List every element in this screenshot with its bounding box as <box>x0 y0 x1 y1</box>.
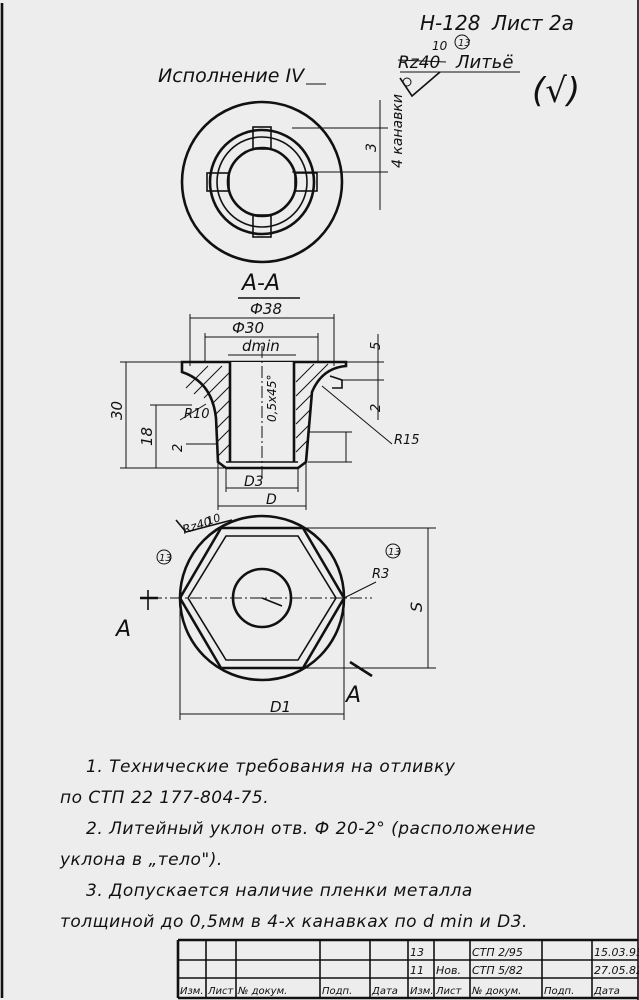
rev-right-circle <box>385 543 401 559</box>
tb-cell-headers-1: Лист <box>207 986 235 997</box>
roughness-circle-icon <box>402 77 412 87</box>
doc-code: Н-128 <box>420 11 480 35</box>
hatch-left <box>185 365 231 457</box>
dim-h18: 18 <box>138 427 156 446</box>
top-groove-e <box>294 172 318 192</box>
tb-cell-headers-2: № докум. <box>237 986 287 997</box>
grooves-note: 4 канавки <box>390 94 406 168</box>
tb-cell-row2-7: СТП 5/82 <box>472 964 523 977</box>
section-mark-right: А <box>344 683 361 708</box>
dim-r15-leader <box>321 385 393 445</box>
top-groove-mid-circle <box>216 136 308 228</box>
dim-d3: D3 <box>244 474 264 490</box>
top-bore-circle <box>226 146 298 218</box>
dim-r15: R15 <box>394 433 420 448</box>
rev-left: 13 <box>159 553 172 564</box>
tb-cell-headers-5: Изм. <box>410 986 434 997</box>
tb-cell-headers-7: № докум. <box>471 986 521 997</box>
top-outer-circle <box>180 100 344 264</box>
groove-width-label: 3 <box>364 143 380 152</box>
note-line-3: 2. Литейный уклон отв. Ф 20-2° (располож… <box>86 819 536 839</box>
tb-cell-headers-4: Дата <box>371 986 398 997</box>
tb-cell-headers-8: Подп. <box>544 986 574 997</box>
tb-cell-row1-5: 13 <box>410 946 424 959</box>
section-arrow-right-line <box>349 660 373 678</box>
tb-cell-headers-3: Подп. <box>322 986 352 997</box>
note-line-1: 1. Технические требования на отливку <box>86 757 456 777</box>
variant-title: Исполнение IV <box>158 65 306 87</box>
roughness-number: 10 <box>432 39 448 53</box>
note-line-5: 3. Допускается наличие пленки металла <box>86 881 473 901</box>
tb-cell-headers-9: Дата <box>593 986 620 997</box>
face-roughness-icon <box>175 519 233 533</box>
dim-dmin: dmin <box>242 337 280 355</box>
roughness-spec: Rz40 <box>398 53 440 73</box>
note-line-2: по СТП 22 177-804-75. <box>60 788 270 808</box>
dim-h2b: 2 <box>369 404 384 412</box>
dim-r3: R3 <box>372 567 389 582</box>
hex-inner-chamfer <box>187 535 337 661</box>
dim-chamfer: 0,5x45° <box>265 375 279 422</box>
dim-d30: Ф30 <box>232 319 264 337</box>
hex-center-tick <box>261 597 283 607</box>
tb-cell-row2-5: 11 <box>410 964 424 977</box>
top-view <box>180 100 344 264</box>
top-groove-outer-circle <box>208 128 316 236</box>
dim-s: S <box>407 602 426 612</box>
flange-lip <box>329 375 343 389</box>
rev-left-circle <box>156 549 172 565</box>
top-groove-w <box>206 172 230 192</box>
dim-h2a: 2 <box>171 444 186 452</box>
section-title: А-А <box>240 271 280 296</box>
note-line-6: толщиной до 0,5мм в 4-х канавках по d mi… <box>60 912 528 932</box>
face-roughness-num: 10 <box>205 511 222 528</box>
rev-mark: 13 <box>458 38 471 49</box>
tb-cell-headers-0: Изм. <box>180 986 204 997</box>
section-mark-left: А <box>114 617 131 642</box>
top-groove-n <box>252 126 272 150</box>
dim-r10-leader <box>179 403 207 421</box>
roughness-check-icon <box>399 71 441 98</box>
dim-r10: R10 <box>184 407 210 422</box>
section-body <box>180 346 348 480</box>
hatch-right <box>295 363 329 453</box>
dim-d: D <box>266 492 277 508</box>
title-block-text: 13 СТП 2/95 15.03.95 11 Нов. СТП 5/82 27.05.82… <box>180 946 639 997</box>
dim-d38: Ф38 <box>250 300 282 318</box>
dim-r3-leader <box>343 581 377 599</box>
rev-right: 13 <box>388 547 401 558</box>
roughness-strike <box>397 59 447 63</box>
dim-h5: 5 <box>369 342 384 350</box>
title-block <box>176 938 638 1000</box>
note-line-4: уклона в „тело"). <box>60 850 223 870</box>
tb-cell-headers-6: Лист <box>435 986 463 997</box>
process-label: Литьё <box>455 52 513 73</box>
sheet-label: Лист 2а <box>491 11 574 35</box>
top-groove-s <box>252 214 272 238</box>
tb-cell-row1-7: СТП 2/95 <box>472 946 523 959</box>
tb-cell-row2-6: Нов. <box>436 964 461 977</box>
general-roughness-symbol: (√) <box>532 71 580 111</box>
rev-mark-circle <box>454 34 470 50</box>
bottom-view <box>150 514 372 682</box>
tb-cell-row1-9: 15.03.95 <box>594 946 639 959</box>
dim-d1: D1 <box>270 698 291 716</box>
technical-notes: 1. Технические требования на отливку по … <box>60 752 620 938</box>
tb-cell-row2-9: 27.05.82 <box>594 964 639 977</box>
dim-h30: 30 <box>108 401 126 420</box>
